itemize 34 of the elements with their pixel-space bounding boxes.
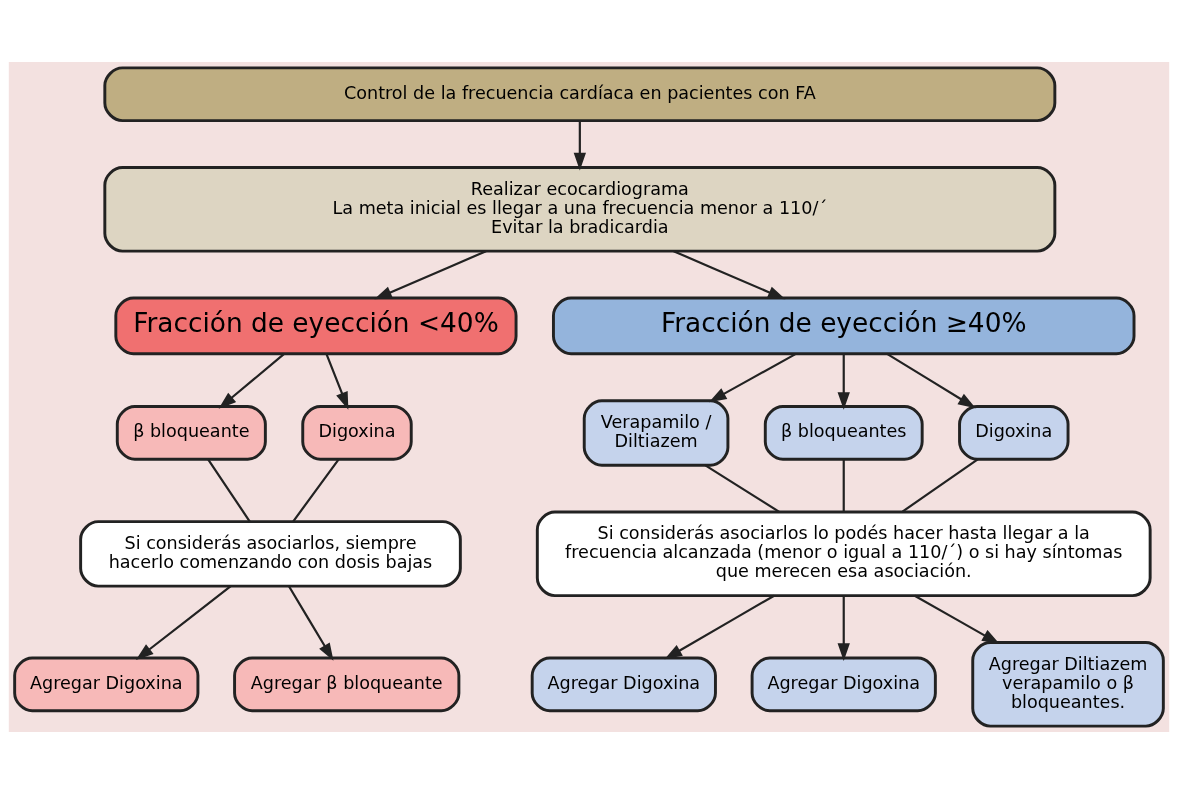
node-box: Realizar ecocardiograma La meta inicial es llegar a una frecuencia menor a 110/´ Evitar la bradicardia bbox=[103, 165, 1057, 253]
node-box: Digoxina bbox=[958, 404, 1070, 461]
node-box: Agregar Digoxina bbox=[530, 656, 717, 712]
arrow bbox=[837, 595, 850, 661]
node-box: Digoxina bbox=[301, 404, 413, 461]
arrow bbox=[708, 352, 797, 402]
arrow bbox=[374, 249, 487, 299]
node-box: β bloqueantes bbox=[763, 404, 924, 461]
connector bbox=[207, 458, 251, 522]
node-box: Agregar Digoxina bbox=[13, 656, 200, 712]
node-box: Si considerás asociarlos lo podés hacer hasta llegar a la frecuencia alcanzada (menor o igual a 110/´) o si hay síntomas que merecen esa asociación. bbox=[535, 510, 1152, 597]
arrow bbox=[135, 584, 232, 660]
arrow bbox=[218, 352, 285, 409]
arrow bbox=[664, 594, 775, 659]
connector bbox=[292, 458, 340, 522]
connector bbox=[842, 458, 845, 512]
arrow bbox=[886, 352, 976, 408]
connector bbox=[704, 463, 780, 513]
connector bbox=[901, 458, 979, 513]
node-box: Agregar Digoxina bbox=[750, 656, 937, 712]
arrow bbox=[837, 353, 850, 410]
arrow bbox=[325, 353, 349, 410]
node-box: Agregar Diltiazem verapamilo o β bloqueantes. bbox=[971, 640, 1165, 728]
node-box: Verapamilo / Diltiazem bbox=[582, 398, 730, 467]
arrow bbox=[914, 594, 1000, 644]
node-box: Si considerás asociarlos, siempre hacerlo comenzando con dosis bajas bbox=[79, 519, 462, 588]
arrow bbox=[288, 585, 334, 661]
node-box: β bloqueante bbox=[115, 404, 267, 461]
node-box: Fracción de eyección <40% bbox=[114, 296, 518, 355]
node-box: Control de la frecuencia cardíaca en pacientes con FA bbox=[103, 65, 1057, 122]
node-box: Agregar β bloqueante bbox=[233, 656, 461, 712]
node-box: Fracción de eyección ≥40% bbox=[552, 296, 1136, 355]
arrow bbox=[573, 120, 586, 170]
arrow bbox=[673, 249, 786, 299]
